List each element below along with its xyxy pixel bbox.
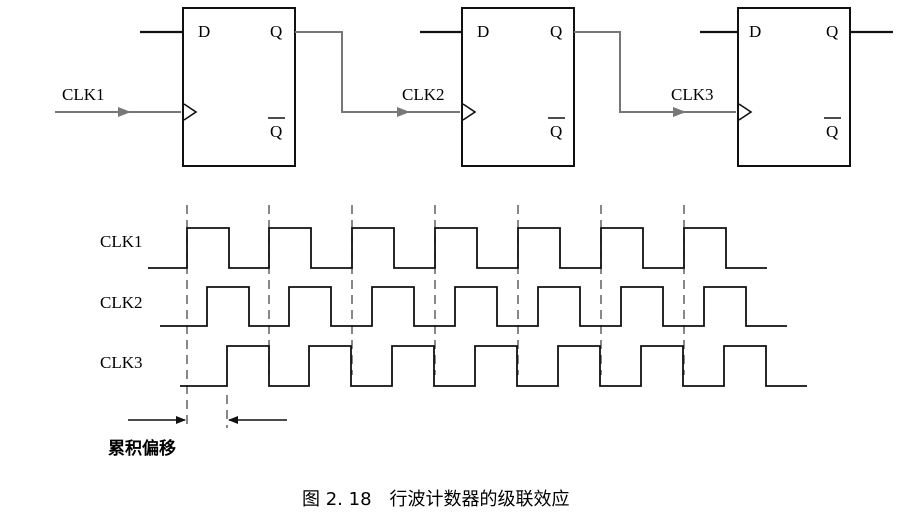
flipflop-2-q-label: Q [550,22,562,41]
flipflop-1-qbar-label: Q [270,122,282,141]
accumulated-skew-label: 累积偏移 [108,438,176,459]
clk3-waveform [180,345,807,387]
flipflop-2-d-label: D [477,22,489,41]
clk2-signal-label: CLK2 [100,293,143,312]
flipflop-2-clock-triangle [462,103,477,121]
flipflop-1-d-label: D [198,22,210,41]
clk3-wire-label: CLK3 [671,85,714,104]
flipflop-1-box [182,7,296,167]
clk3-arrow [673,107,686,117]
flipflop-1: D Q Q [140,7,296,167]
clk1-waveform [148,227,767,269]
clk1-arrow [118,107,131,117]
figure-caption: 图 2. 18 行波计数器的级联效应 [302,489,570,510]
flipflop-3-qbar-label: Q [826,122,838,141]
flipflop-3-q-label: Q [826,22,838,41]
clk2-arrow [397,107,410,117]
clk1-signal-label: CLK1 [100,232,143,251]
skew-indicator: 累积偏移 [108,416,287,459]
flipflop-1-q-label: Q [270,22,282,41]
timing-diagram: CLK1 CLK2 CLK3 累积偏移 [100,205,807,459]
flipflop-2: D Q Q [420,7,575,167]
clk2-wire-label: CLK2 [402,85,445,104]
clk3-signal-label: CLK3 [100,353,143,372]
flipflop-2-box [461,7,575,167]
clk1-wire-label: CLK1 [62,85,105,104]
clock-wiring: CLK1 CLK2 CLK3 [55,31,736,117]
flipflop-3: D Q Q [700,7,893,167]
flipflop-3-d-label: D [749,22,761,41]
flipflop-3-box [737,7,851,167]
clk2-waveform [160,286,787,327]
flipflop-1-clock-triangle [183,103,198,121]
flipflop-3-clock-triangle [738,103,753,121]
flipflop-2-qbar-label: Q [550,122,562,141]
